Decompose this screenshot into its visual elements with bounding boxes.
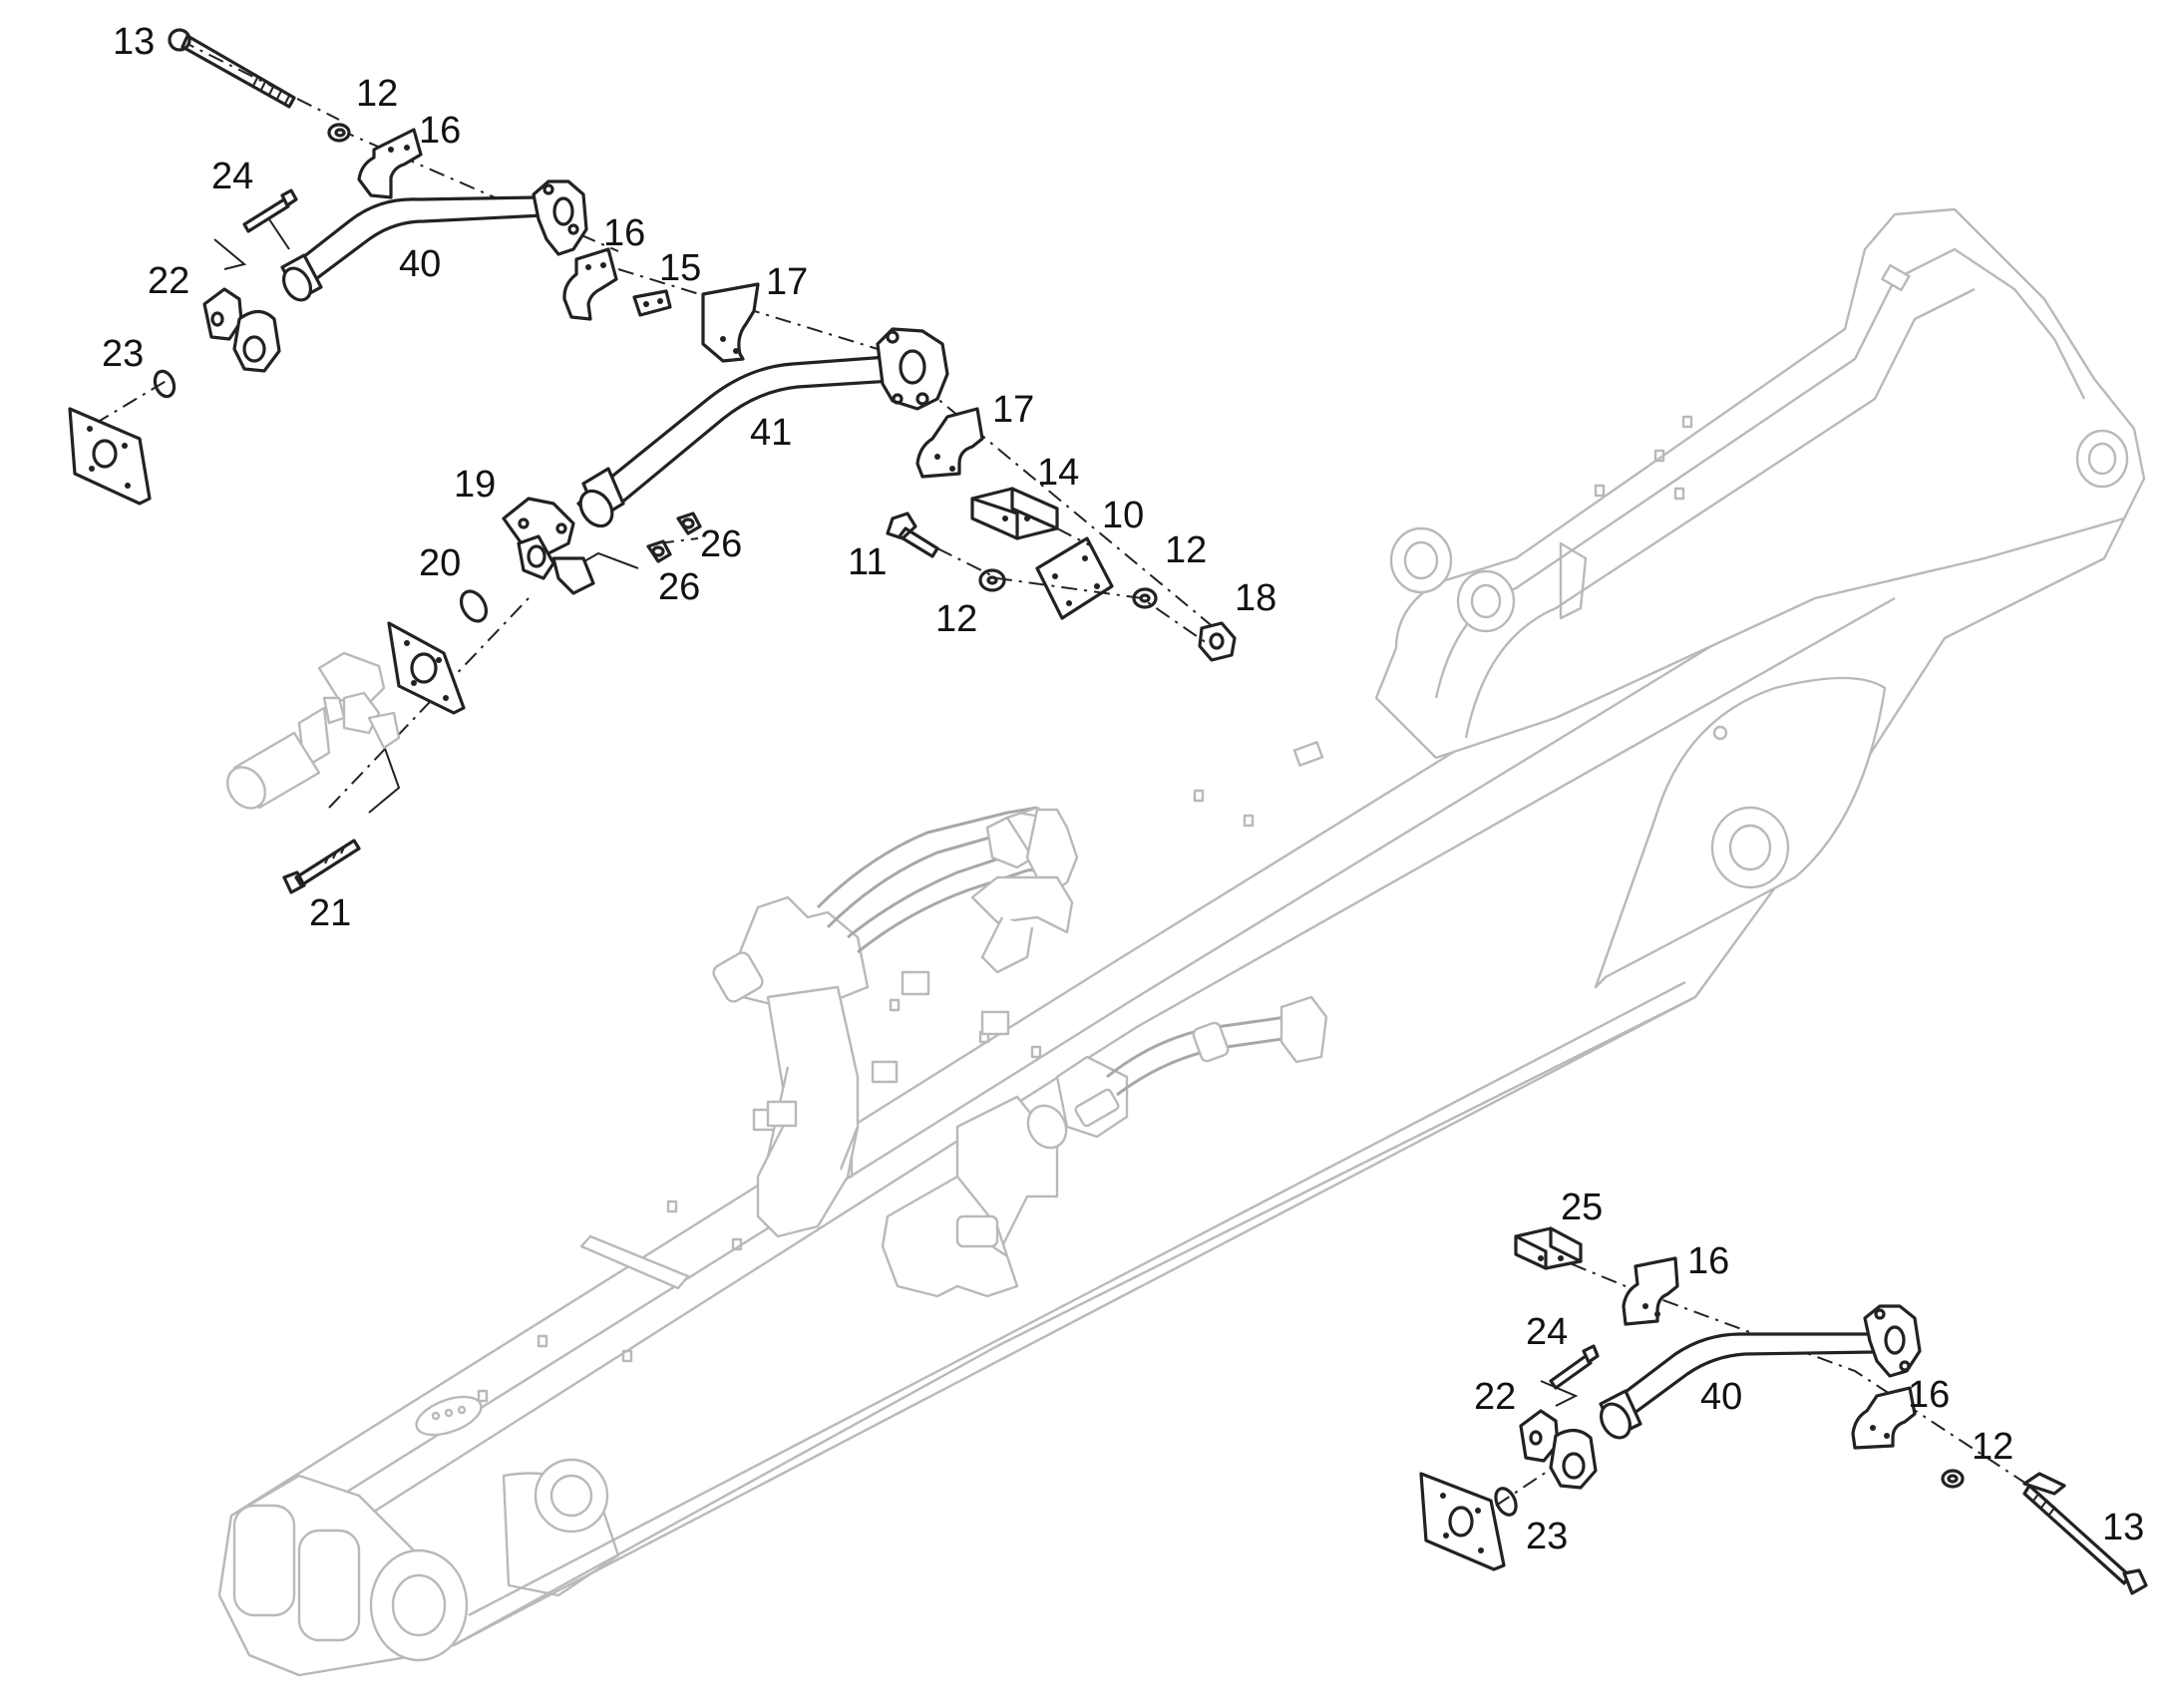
clamp-16-top xyxy=(357,128,423,199)
bolt-13-br xyxy=(2022,1472,2148,1595)
label-part-26-a: 26 xyxy=(700,523,742,565)
clamp-17-mid xyxy=(701,282,760,363)
pipe-40-top xyxy=(280,179,588,302)
label-part-11: 11 xyxy=(848,541,887,583)
label-part-18: 18 xyxy=(1235,577,1276,619)
block-14 xyxy=(970,487,1059,540)
label-part-16-mid: 16 xyxy=(603,212,645,254)
label-part-23-br: 23 xyxy=(1526,1516,1568,1557)
label-part-40-top: 40 xyxy=(399,243,441,285)
mounting-plate-br xyxy=(1419,1472,1506,1571)
spacer-26-b xyxy=(646,539,672,563)
label-part-24-br: 24 xyxy=(1526,1311,1568,1353)
exploded-group-lower-left xyxy=(226,497,702,894)
pipe-40-br xyxy=(1599,1304,1922,1440)
label-part-40-br: 40 xyxy=(1700,1376,1742,1418)
boom-arm-outline xyxy=(217,207,2146,1677)
label-part-22-br: 22 xyxy=(1474,1376,1516,1418)
assembled-pipe-group-upper xyxy=(712,806,1079,1238)
spacer-26-a xyxy=(676,512,702,535)
bolt-13-top xyxy=(168,28,296,109)
label-part-15: 15 xyxy=(659,247,701,289)
label-part-20: 20 xyxy=(419,542,461,584)
flange-19 xyxy=(502,497,595,595)
label-part-23-top: 23 xyxy=(102,333,144,375)
flange-22-top xyxy=(202,287,281,373)
screw-24-br xyxy=(1549,1344,1600,1390)
screw-24-top xyxy=(242,188,298,233)
block-25 xyxy=(1514,1226,1583,1270)
plate-15 xyxy=(632,289,672,317)
clamp-16-br-lower xyxy=(1851,1386,1917,1450)
label-part-12-br: 12 xyxy=(1972,1426,2013,1468)
clamp-16-mid xyxy=(562,247,618,321)
washer-12-top xyxy=(327,123,351,143)
label-part-10: 10 xyxy=(1102,495,1144,536)
label-part-13-br: 13 xyxy=(2102,1507,2144,1548)
label-part-14: 14 xyxy=(1037,452,1079,494)
label-part-26-b: 26 xyxy=(658,566,700,608)
clamp-16-br-top xyxy=(1622,1256,1679,1326)
o-ring-23-br xyxy=(1494,1487,1518,1517)
label-part-12-mid-right: 12 xyxy=(1165,529,1207,571)
nut-18 xyxy=(1198,621,1237,662)
mounting-plate-top xyxy=(68,407,152,506)
clamp-17-lower xyxy=(915,407,984,479)
flange-assembly-ghost xyxy=(226,651,401,810)
label-part-41: 41 xyxy=(750,412,792,454)
mounting-plate-mid xyxy=(387,621,466,715)
label-part-24-top: 24 xyxy=(211,156,253,197)
washer-12-mid-left xyxy=(978,568,1006,592)
exploded-group-middle xyxy=(562,247,1237,662)
flange-22-br xyxy=(1519,1409,1598,1490)
washer-12-br xyxy=(1941,1469,1965,1489)
label-part-21: 21 xyxy=(309,892,351,934)
label-part-19: 19 xyxy=(454,464,496,506)
label-part-13-top: 13 xyxy=(113,21,155,63)
label-part-17-lower: 17 xyxy=(992,389,1034,431)
label-part-17-mid: 17 xyxy=(766,261,808,303)
assembled-pipe-group-lower xyxy=(881,995,1328,1298)
label-part-25: 25 xyxy=(1561,1187,1603,1228)
label-part-12-mid-left: 12 xyxy=(935,598,977,640)
label-part-16-top: 16 xyxy=(419,110,461,152)
label-part-22-top: 22 xyxy=(148,260,189,302)
exploded-group-top-left xyxy=(68,28,1228,639)
bolt-11 xyxy=(886,512,939,558)
plate-10 xyxy=(1035,536,1114,620)
pipe-41 xyxy=(576,327,949,528)
washer-12-mid-right xyxy=(1132,587,1158,609)
exploded-group-bottom-right xyxy=(1419,1226,2148,1595)
label-part-12-top: 12 xyxy=(356,73,398,115)
bolt-21 xyxy=(282,839,361,894)
part-number-labels: 13 12 16 24 22 23 40 16 15 17 41 17 19 1… xyxy=(102,21,2144,1557)
label-part-16-br-top: 16 xyxy=(1687,1240,1729,1282)
label-part-16-br-lower: 16 xyxy=(1908,1374,1950,1416)
o-ring-20 xyxy=(459,589,489,623)
o-ring-23-top xyxy=(153,369,177,399)
